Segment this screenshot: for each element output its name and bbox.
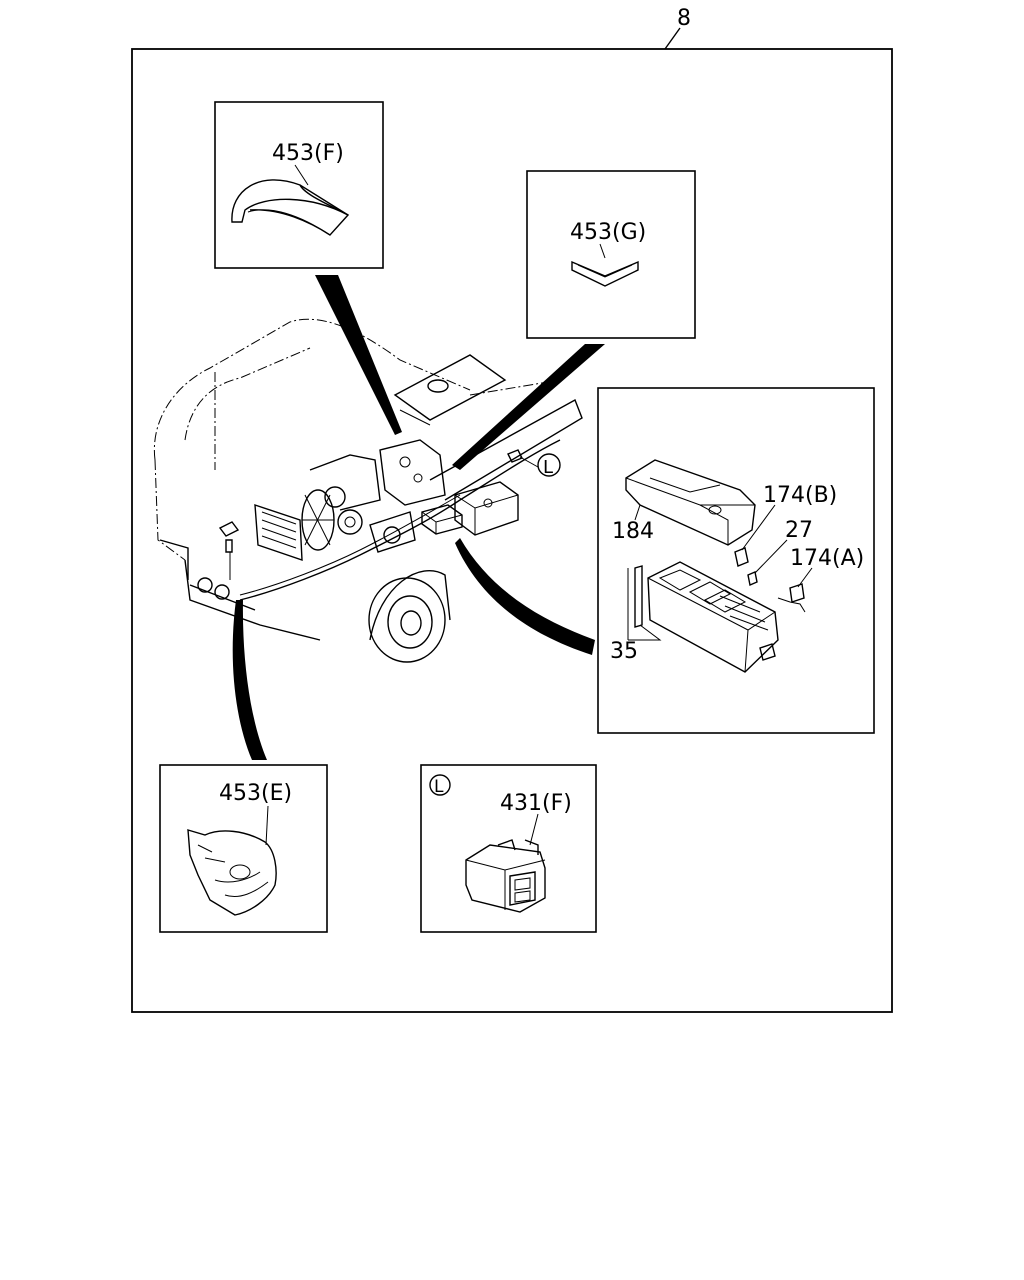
leader-wedge-cover-e — [232, 600, 267, 760]
assembly-number-label: 8 — [677, 6, 691, 31]
detail-marker-box-label: L — [434, 777, 444, 797]
cover-f-label: 453(F) — [272, 141, 344, 166]
cover-g-label: 453(G) — [570, 220, 646, 245]
cover-e-label: 453(E) — [219, 781, 292, 806]
leader-wedge-cover-f — [315, 275, 402, 435]
relay-a-label: 174(A) — [790, 546, 864, 571]
fuse-box-label: 35 — [610, 639, 638, 664]
assembly-number-leader — [664, 27, 681, 50]
vehicle-engine-bay — [153, 318, 583, 663]
leader-wedge-cover-g — [452, 344, 605, 470]
fuse-box-cover-label: 184 — [612, 519, 654, 544]
detail-marker-leader — [519, 456, 539, 468]
detail-box-fuse-box: 174(B) 27 174(A) 184 35 — [597, 387, 875, 734]
detail-marker-label: L — [543, 457, 553, 478]
detail-marker-box-circle — [429, 774, 451, 796]
detail-marker-circle — [537, 453, 561, 477]
detail-box-cover-e: 453(E) — [159, 764, 328, 933]
detail-box-cover-g: 453(G) — [526, 170, 696, 339]
detail-box-connector-f: L 431(F) — [420, 764, 597, 933]
connector-f-label: 431(F) — [500, 791, 572, 816]
main-frame — [131, 48, 893, 1013]
relay-b-label: 174(B) — [763, 483, 837, 508]
fuse-27-label: 27 — [785, 518, 813, 543]
detail-box-cover-f: 453(F) — [214, 101, 384, 269]
leader-wedge-fuse-box — [455, 538, 595, 655]
